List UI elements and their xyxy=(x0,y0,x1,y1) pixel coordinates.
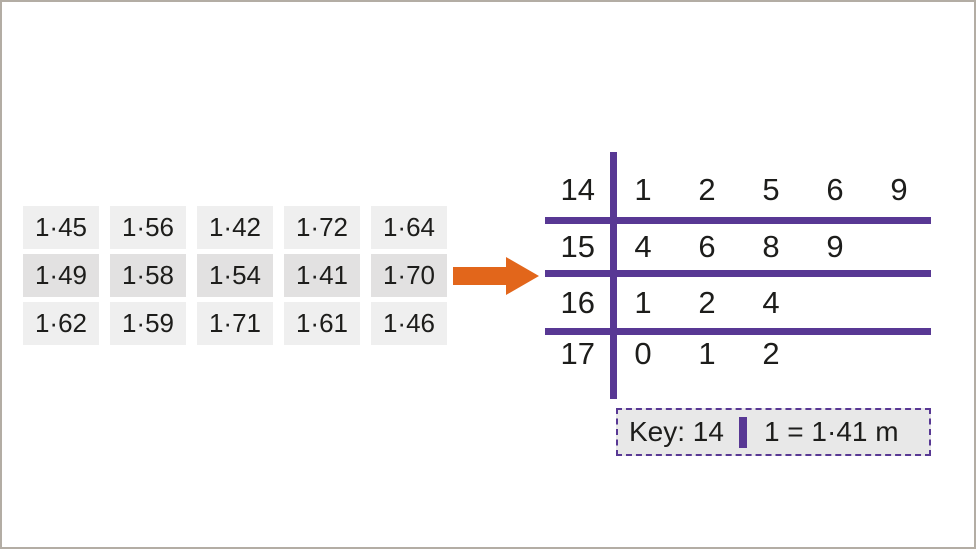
leaf-value: 4 xyxy=(634,229,652,264)
leaf-value: 2 xyxy=(698,172,716,207)
leaf-value: 8 xyxy=(762,229,780,264)
leaf-value: 5 xyxy=(762,172,780,207)
leaf-value: 6 xyxy=(698,229,716,264)
data-cell: 1·45 xyxy=(23,206,99,249)
stem-leaf-row-divider xyxy=(545,217,931,224)
stem-value: 15 xyxy=(560,229,595,264)
data-cell: 1·46 xyxy=(371,302,447,345)
leaf-value: 9 xyxy=(890,172,908,207)
stem-value: 17 xyxy=(560,336,595,371)
stem-leaf-row-divider xyxy=(545,328,931,335)
data-cell: 1·62 xyxy=(23,302,99,345)
stem-value: 14 xyxy=(560,172,595,207)
data-cell: 1·56 xyxy=(110,206,186,249)
data-cell: 1·59 xyxy=(110,302,186,345)
key-box: Key: 14 1 = 1·41 m xyxy=(616,408,931,456)
data-cell: 1·64 xyxy=(371,206,447,249)
right-arrow-icon xyxy=(453,257,539,295)
data-cell: 1·72 xyxy=(284,206,360,249)
key-divider-bar-icon xyxy=(738,416,747,448)
leaf-value: 0 xyxy=(634,336,652,371)
leaf-value: 1 xyxy=(634,285,652,320)
leaf-value: 1 xyxy=(634,172,652,207)
data-cell: 1·71 xyxy=(197,302,273,345)
data-cell: 1·49 xyxy=(23,254,99,297)
data-cell: 1·70 xyxy=(371,254,447,297)
leaf-value: 4 xyxy=(762,285,780,320)
stem-value: 16 xyxy=(560,285,595,320)
stem-leaf-row-divider xyxy=(545,270,931,277)
leaf-value: 9 xyxy=(826,229,844,264)
key-prefix: Key: 14 xyxy=(629,416,724,447)
data-cell: 1·41 xyxy=(284,254,360,297)
leaf-value: 2 xyxy=(698,285,716,320)
leaf-value: 2 xyxy=(762,336,780,371)
data-table: 1·45 1·56 1·42 1·72 1·64 1·49 1·58 1·54 … xyxy=(23,206,447,345)
stem-leaf-row: 17 0 1 2 xyxy=(545,336,931,372)
key-suffix: 1 = 1·41 m xyxy=(763,416,899,447)
data-cell: 1·54 xyxy=(197,254,273,297)
stem-leaf-row: 14 1 2 5 6 9 xyxy=(545,172,931,208)
stem-and-leaf-plot: 14 1 2 5 6 9 15 4 6 8 9 16 1 2 4 17 0 1 … xyxy=(545,152,931,399)
stem-leaf-row: 16 1 2 4 xyxy=(545,285,931,321)
data-cell: 1·61 xyxy=(284,302,360,345)
leaf-value: 6 xyxy=(826,172,844,207)
data-cell: 1·58 xyxy=(110,254,186,297)
data-cell: 1·42 xyxy=(197,206,273,249)
stem-leaf-row: 15 4 6 8 9 xyxy=(545,229,931,265)
leaf-value: 1 xyxy=(698,336,716,371)
